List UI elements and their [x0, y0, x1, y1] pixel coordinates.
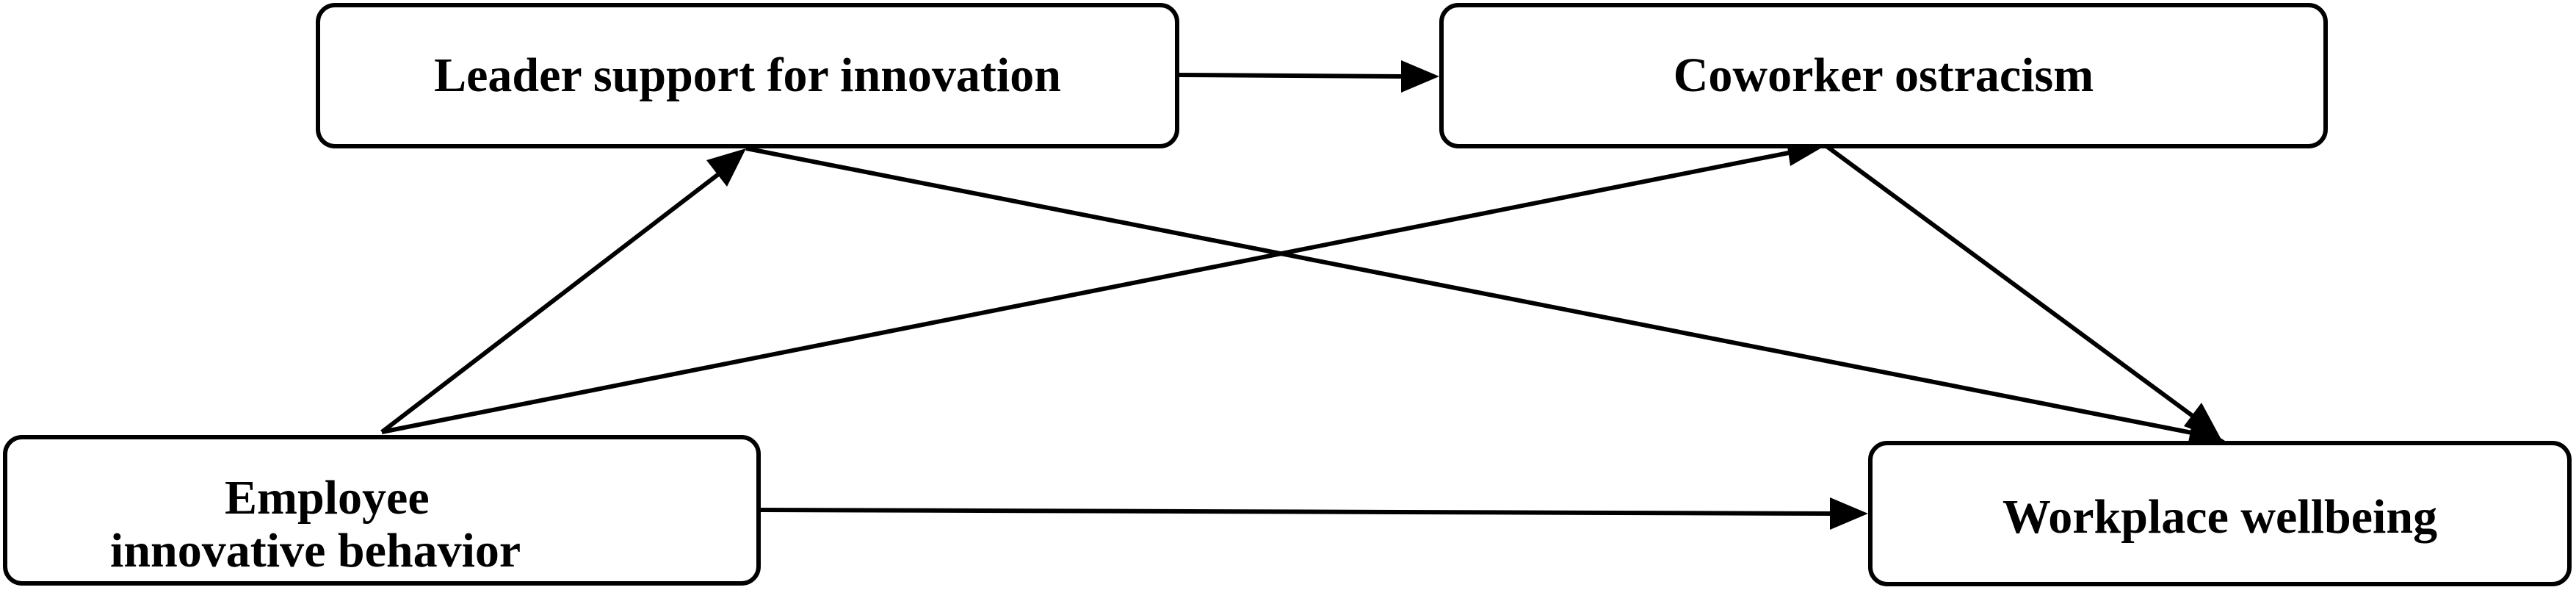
arrow-leader-to-wellbeing — [745, 146, 2225, 450]
node-employee-label-line2: innovative behavior — [110, 523, 521, 578]
arrow-leader-to-coworker — [1179, 60, 1439, 93]
node-workplace-wellbeing: Workplace wellbeing — [1868, 441, 2572, 586]
arrow-coworker-to-wellbeing — [1824, 143, 2222, 441]
node-coworker-ostracism-label: Coworker ostracism — [1673, 48, 2094, 103]
node-employee-label-line1: Employee — [225, 471, 430, 525]
node-workplace-wellbeing-label: Workplace wellbeing — [2002, 490, 2438, 544]
node-coworker-ostracism: Coworker ostracism — [1439, 3, 2328, 148]
node-leader-support-label: Leader support for innovation — [434, 48, 1061, 103]
node-employee-innovative-behavior: Employee innovative behavior — [3, 435, 761, 586]
arrow-employee-to-leader — [380, 148, 746, 434]
node-leader-support: Leader support for innovation — [316, 3, 1179, 148]
node-employee-label: Employee innovative behavior — [110, 472, 521, 577]
arrow-employee-to-wellbeing — [760, 497, 1868, 530]
arrow-employee-to-coworker — [381, 137, 1826, 434]
